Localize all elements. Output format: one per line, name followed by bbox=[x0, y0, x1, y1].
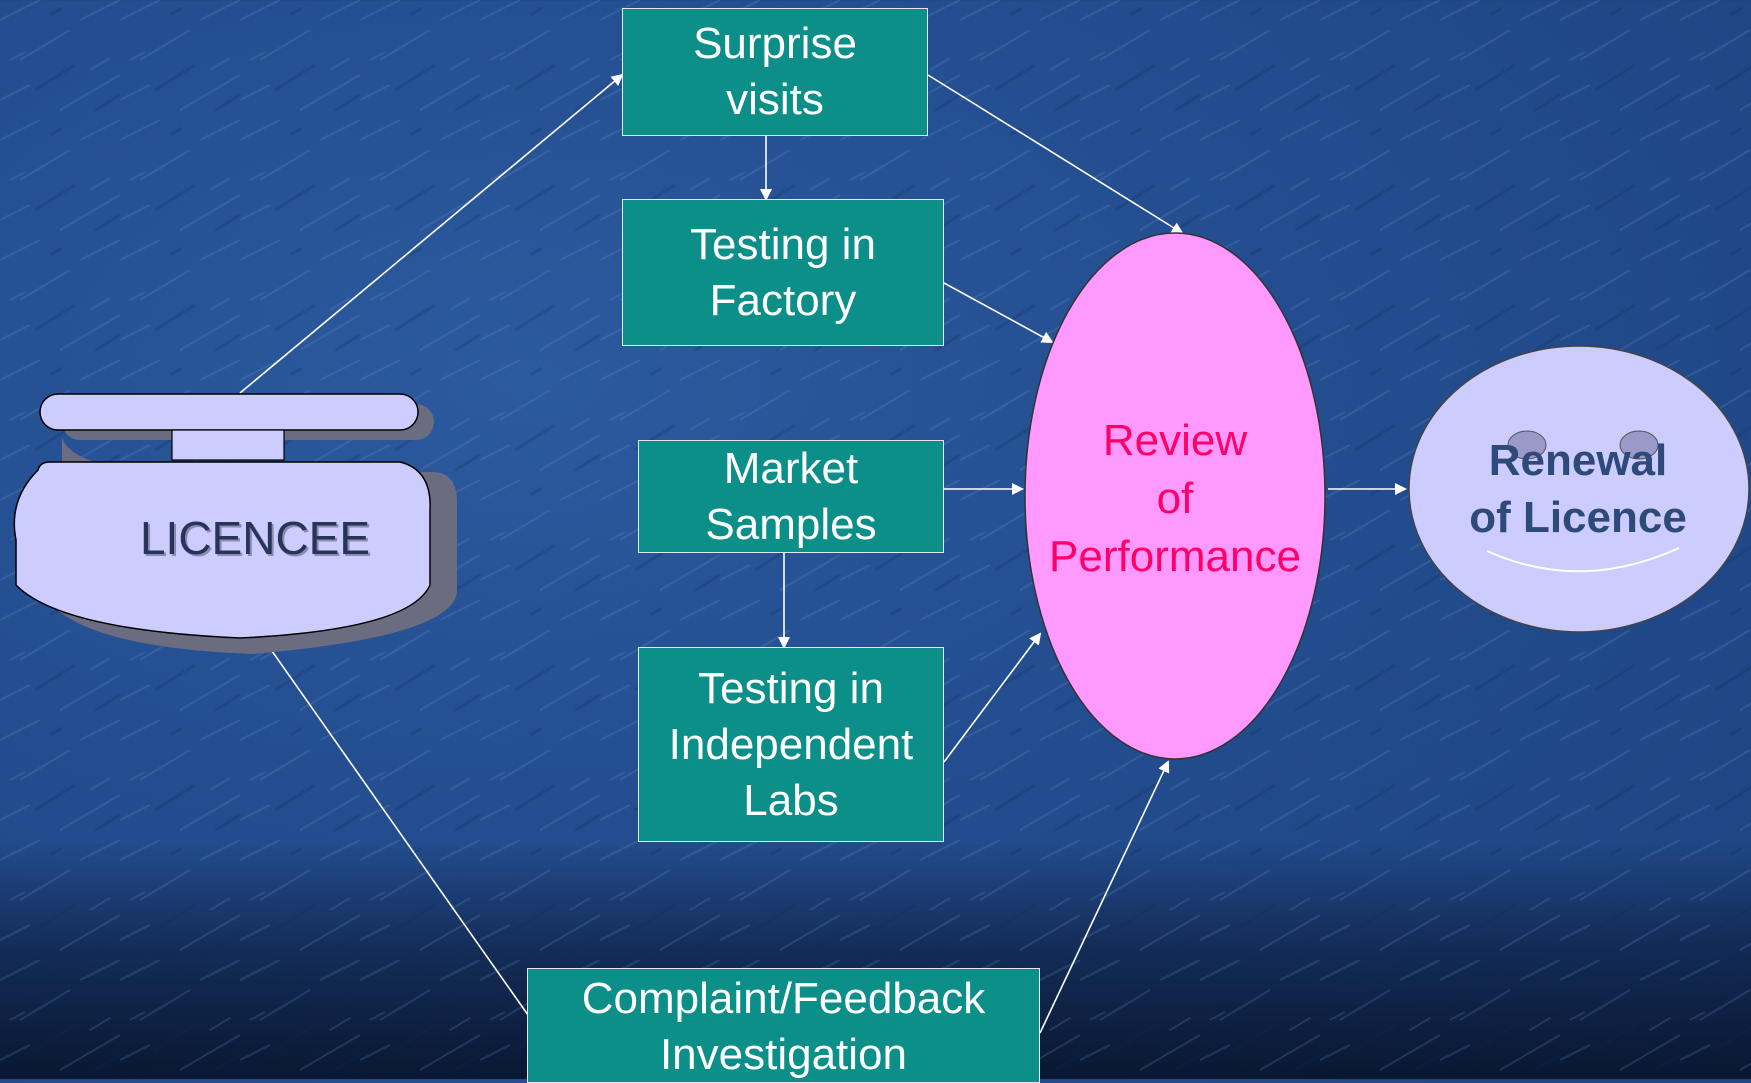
arrow-complaint-to-review bbox=[1039, 760, 1170, 1034]
licencee-top-bar bbox=[39, 393, 419, 431]
testing-labs-box: Testing in Independent Labs bbox=[638, 647, 944, 842]
complaint-feedback-box: Complaint/Feedback Investigation bbox=[527, 968, 1040, 1083]
smiley-mouth bbox=[1486, 547, 1680, 573]
renewal-smiley bbox=[1408, 345, 1750, 633]
complaint-feedback-label: Complaint/Feedback Investigation bbox=[581, 974, 986, 1079]
licencee-shape bbox=[13, 393, 457, 654]
surprise-visits-label: Surprise visits bbox=[693, 19, 857, 124]
arrow-testing-factory-to-review bbox=[943, 282, 1054, 343]
testing-factory-box: Testing in Factory bbox=[622, 199, 944, 346]
testing-labs-label: Testing in Independent Labs bbox=[668, 663, 914, 825]
review-ellipse bbox=[1024, 232, 1326, 760]
smiley-right-eye bbox=[1619, 430, 1659, 460]
arrow-testing-labs-to-review bbox=[943, 632, 1042, 763]
arrow-complaint-to-licencee bbox=[258, 632, 529, 1016]
market-samples-box: Market Samples bbox=[638, 440, 944, 553]
market-samples-label: Market Samples bbox=[705, 443, 877, 549]
smiley-left-eye bbox=[1507, 430, 1547, 460]
licencee-base bbox=[13, 461, 431, 639]
arrow-surprise-visits-to-review bbox=[927, 74, 1184, 235]
testing-factory-label: Testing in Factory bbox=[690, 219, 876, 325]
surprise-visits-box: Surprise visits bbox=[622, 8, 928, 136]
review-label: Review of Performance bbox=[1049, 416, 1301, 581]
arrow-licencee-to-surprise-visits bbox=[239, 73, 624, 394]
licencee-label: LICENCEE bbox=[139, 512, 371, 564]
renewal-label: Renewal of Licence bbox=[1469, 436, 1687, 542]
